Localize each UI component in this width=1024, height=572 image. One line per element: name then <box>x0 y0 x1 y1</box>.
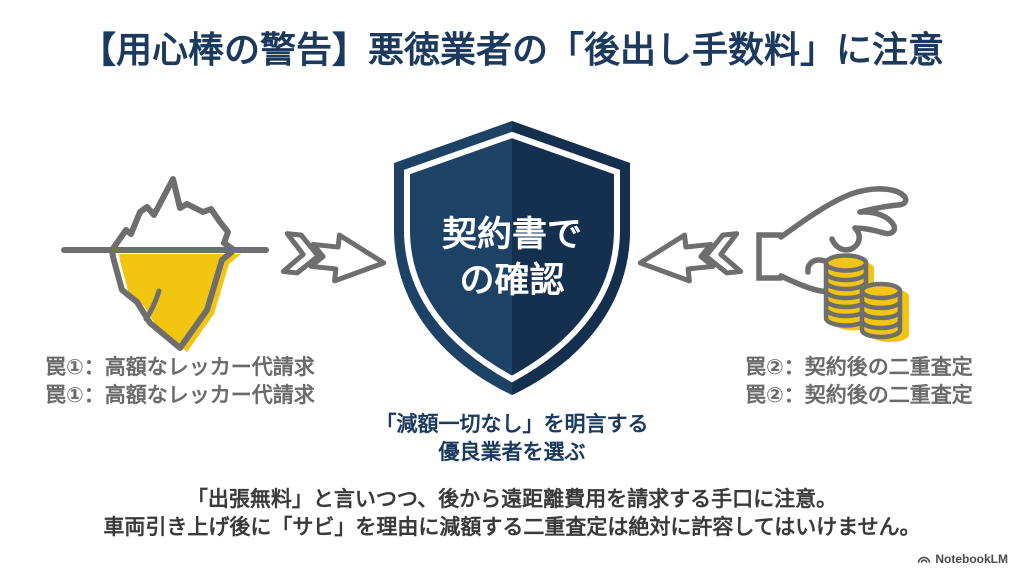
trap1-caption-line-2: 罠①：高額なレッカー代請求 <box>45 384 315 407</box>
footer-note: 「出張無料」と言いつつ、後から遠距離費用を請求する手口に注意。 車両引き上げ後に… <box>0 486 1024 542</box>
shield-label: 契約書で の確認 <box>390 212 634 304</box>
trap2-caption: 罠②：契約後の二重査定 罠②：契約後の二重査定 <box>745 354 973 410</box>
footer-note-line-2: 車両引き上げ後に「サビ」を理由に減額する二重査定は絶対に許容してはいけません。 <box>103 516 921 539</box>
shield-caption: 「減額一切なし」を明言する 優良業者を選ぶ <box>0 411 1024 467</box>
shield-label-line-2: の確認 <box>459 261 565 300</box>
watermark-label: NotebookLM <box>935 552 1008 566</box>
shield-caption-line-2: 優良業者を選ぶ <box>438 441 586 464</box>
notebooklm-logo-icon <box>918 556 931 563</box>
trap1-caption-line-1: 罠①：高額なレッカー代請求 <box>45 356 315 379</box>
trap1-caption: 罠①：高額なレッカー代請求 罠①：高額なレッカー代請求 <box>45 354 315 410</box>
trap2-caption-line-2: 罠②：契約後の二重査定 <box>745 384 973 407</box>
footer-note-line-1: 「出張無料」と言いつつ、後から遠距離費用を請求する手口に注意。 <box>186 488 838 511</box>
hand-dropping-coins-icon <box>756 186 909 342</box>
page-title: 【用心棒の警告】悪徳業者の「後出し手数料」に注意 <box>79 29 944 70</box>
shield-caption-line-1: 「減額一切なし」を明言する <box>375 413 649 436</box>
notebooklm-watermark: NotebookLM <box>917 552 1008 566</box>
shield-icon <box>394 121 630 395</box>
double-arrow-right-icon <box>280 231 387 284</box>
double-arrow-left-icon <box>637 231 744 284</box>
shield-label-line-1: 契約書で <box>441 215 582 254</box>
trap2-caption-line-1: 罠②：契約後の二重査定 <box>745 356 973 379</box>
iceberg-icon <box>61 176 269 352</box>
